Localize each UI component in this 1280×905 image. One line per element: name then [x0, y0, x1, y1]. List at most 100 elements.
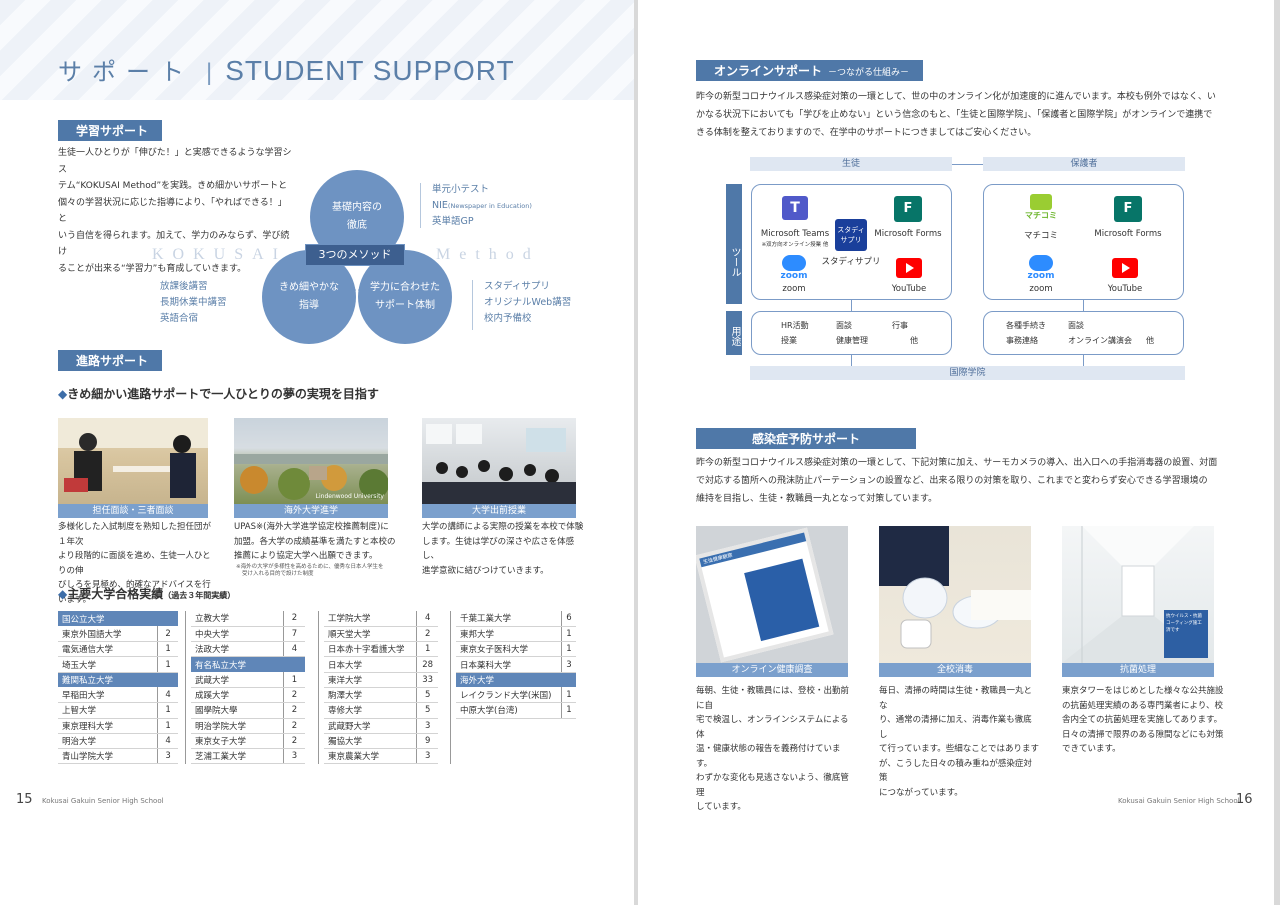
- pass-count: 1: [157, 718, 178, 734]
- studysapuri-icon: スタディサプリ: [835, 219, 867, 251]
- circle-text: 徹底: [347, 220, 367, 231]
- youtube-label: YouTube: [891, 284, 927, 294]
- watermark-kokusai: KOKUSAI: [152, 246, 287, 263]
- university-name: 千葉工業大学: [456, 611, 562, 627]
- pass-count: 4: [157, 687, 178, 704]
- category-header: 難関私立大学: [58, 672, 178, 688]
- list-item: スタディサプリ: [484, 281, 550, 292]
- pass-count: 5: [416, 687, 438, 704]
- divider: [472, 280, 473, 330]
- photo-antibacterial: 抗ウイルス・抗菌 コーティング施工済です: [1062, 526, 1214, 663]
- youtube-label-2: YouTube: [1107, 284, 1143, 294]
- divider: [420, 183, 421, 228]
- category-header-row: 難関私立大学: [58, 672, 178, 688]
- page-title: サポート|STUDENT SUPPORT: [58, 52, 515, 87]
- text-line: 東京タワーをはじめとした様々な公共施設: [1062, 686, 1224, 696]
- page-number-left: 15: [16, 792, 33, 807]
- right-page: オンラインサポート－つながる仕組み－ 昨今の新型コロナウイルス感染症対策の一環と…: [638, 0, 1274, 905]
- university-name: 日本大学: [324, 656, 417, 673]
- university-name: 早稲田大学: [58, 687, 158, 704]
- zoom-label: zoom: [782, 284, 806, 294]
- university-name: 明治学院大学: [191, 718, 284, 734]
- use-item: 面談: [836, 321, 852, 330]
- university-row: 中原大学(台湾)1: [456, 702, 576, 719]
- study-line: ることが出来る“学習力”も育成していきます。: [58, 263, 247, 274]
- text-line: につながっています。: [879, 787, 963, 798]
- university-name: 東邦大学: [456, 626, 562, 643]
- pass-count: 2: [157, 626, 178, 643]
- title-en: STUDENT SUPPORT: [225, 55, 515, 86]
- caption-meeting: 担任面談・三者面談: [58, 504, 208, 518]
- caption-online-health: オンライン健康調査: [696, 663, 848, 677]
- caption-overseas: 海外大学進学: [234, 504, 388, 518]
- antibacterial-poster: 抗ウイルス・抗菌 コーティング施工済です: [1164, 610, 1208, 658]
- text-line: の抗菌処理実績のある専門業者により、校: [1062, 700, 1223, 711]
- text-antibacterial: 東京タワーをはじめとした様々な公共施設 の抗菌処理実績のある専門業者により、校 …: [1062, 684, 1227, 757]
- connector-line: [1083, 300, 1084, 311]
- category-header: 国公立大学: [58, 611, 178, 627]
- text-line: 毎朝、生徒・教職員には、登校・出勤前に自: [696, 686, 850, 711]
- university-name: レイクランド大学(米国): [456, 687, 562, 704]
- zoom-logo-2: zoom: [1027, 271, 1055, 281]
- category-header: 有名私立大学: [191, 656, 305, 673]
- pass-count: 1: [560, 626, 576, 643]
- list-item: 放課後講習: [160, 281, 208, 292]
- career-support-heading: 進路サポート: [58, 350, 163, 371]
- text-line: 多様化した入試制度を熟知した担任団が１年次: [58, 522, 212, 547]
- note-line: ※海外の大学が多様性を高めるために、優秀な日本人学生を: [236, 564, 384, 570]
- photo-overseas: Lindenwood University: [234, 418, 388, 504]
- column-divider: [318, 611, 319, 764]
- tablet-screen: 生徒健康観察: [696, 527, 834, 663]
- study-line: 生徒一人ひとりが「伸びた！」と実感できるような学習シス: [58, 148, 292, 175]
- university-name: 順天堂大学: [324, 626, 417, 643]
- use-item: 事務連絡: [1006, 336, 1038, 345]
- infection-line: 昨今の新型コロナウイルス感染症対策の一環として、下記対策に加え、サーモカメラの導…: [696, 458, 1218, 468]
- parent-tools-box: [983, 184, 1184, 300]
- poster-sub: コーティング施工済です: [1166, 621, 1202, 633]
- university-name: 日本薬科大学: [456, 656, 562, 673]
- text-line: が、こうした日々の積み重ねが感染症対策: [879, 758, 1032, 784]
- pass-count: 33: [416, 672, 438, 688]
- list-item: 英語合宿: [160, 313, 199, 324]
- connector-line: [851, 355, 852, 366]
- three-method-label: 3つのメソッド: [305, 244, 405, 266]
- list-basic: 単元小テスト NIE(Newspaper in Education) 英単語GP: [432, 182, 532, 230]
- machicomi-logo: マチコミ: [1025, 211, 1057, 220]
- title-jp: サポート: [58, 59, 194, 86]
- university-name: 立教大学: [191, 611, 284, 627]
- university-name: 東洋大学: [324, 672, 417, 688]
- infection-line: 維持を目指し、生徒・教職員一丸となって対策しています。: [696, 494, 938, 504]
- forms-icon: F: [894, 196, 922, 222]
- pass-count: 4: [282, 641, 305, 658]
- university-name: 獨協大学: [324, 733, 417, 750]
- note-overseas: ※海外の大学が多様性を高めるために、優秀な日本人学生を 受け入れる目的で設けた制…: [236, 564, 383, 578]
- pass-count: 1: [157, 641, 178, 658]
- category-header-row: 国公立大学: [58, 611, 178, 627]
- machicomi-label: マチコミ: [1023, 231, 1058, 241]
- text-line: びしろを見極め、的確なアドバイスを行います。: [58, 580, 211, 605]
- list-item: 長期休業中講習: [160, 297, 227, 308]
- photo-online-health: 生徒健康観察: [696, 526, 848, 663]
- teams-note: ※双方向オンライン授業 他: [761, 242, 829, 248]
- pass-count: 2: [416, 626, 438, 643]
- column-divider: [185, 611, 186, 764]
- zoom-icon: [1029, 255, 1053, 271]
- school-bar: 国際学院: [750, 366, 1185, 380]
- university-name: 工学院大学: [324, 611, 417, 627]
- text-line: 大学の講師による実際の授業を本校で体験: [422, 522, 584, 532]
- text-line: しています。: [696, 802, 746, 812]
- pass-count: 2: [282, 733, 305, 750]
- university-name: 日本赤十字看護大学: [324, 641, 417, 658]
